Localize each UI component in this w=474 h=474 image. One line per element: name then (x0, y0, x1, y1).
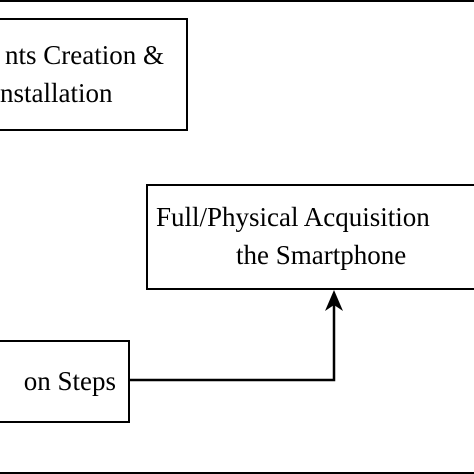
connector-line (130, 304, 336, 382)
process-box-physical-acquisition: Full/Physical Acquisition the Smartphone (146, 184, 474, 290)
arrowhead-icon (325, 290, 343, 311)
process-box-creation-installation: nts Creation & nstallation (0, 18, 188, 131)
box-label-line-1: Full/Physical Acquisition (156, 202, 430, 233)
box-label-line-2: nstallation (0, 77, 113, 108)
process-box-steps: on Steps (0, 340, 130, 423)
box-label-line-1: on Steps (23, 365, 116, 396)
box-label-line-1: nts Creation & (5, 39, 164, 70)
box-label-line-2: the Smartphone (236, 240, 407, 270)
